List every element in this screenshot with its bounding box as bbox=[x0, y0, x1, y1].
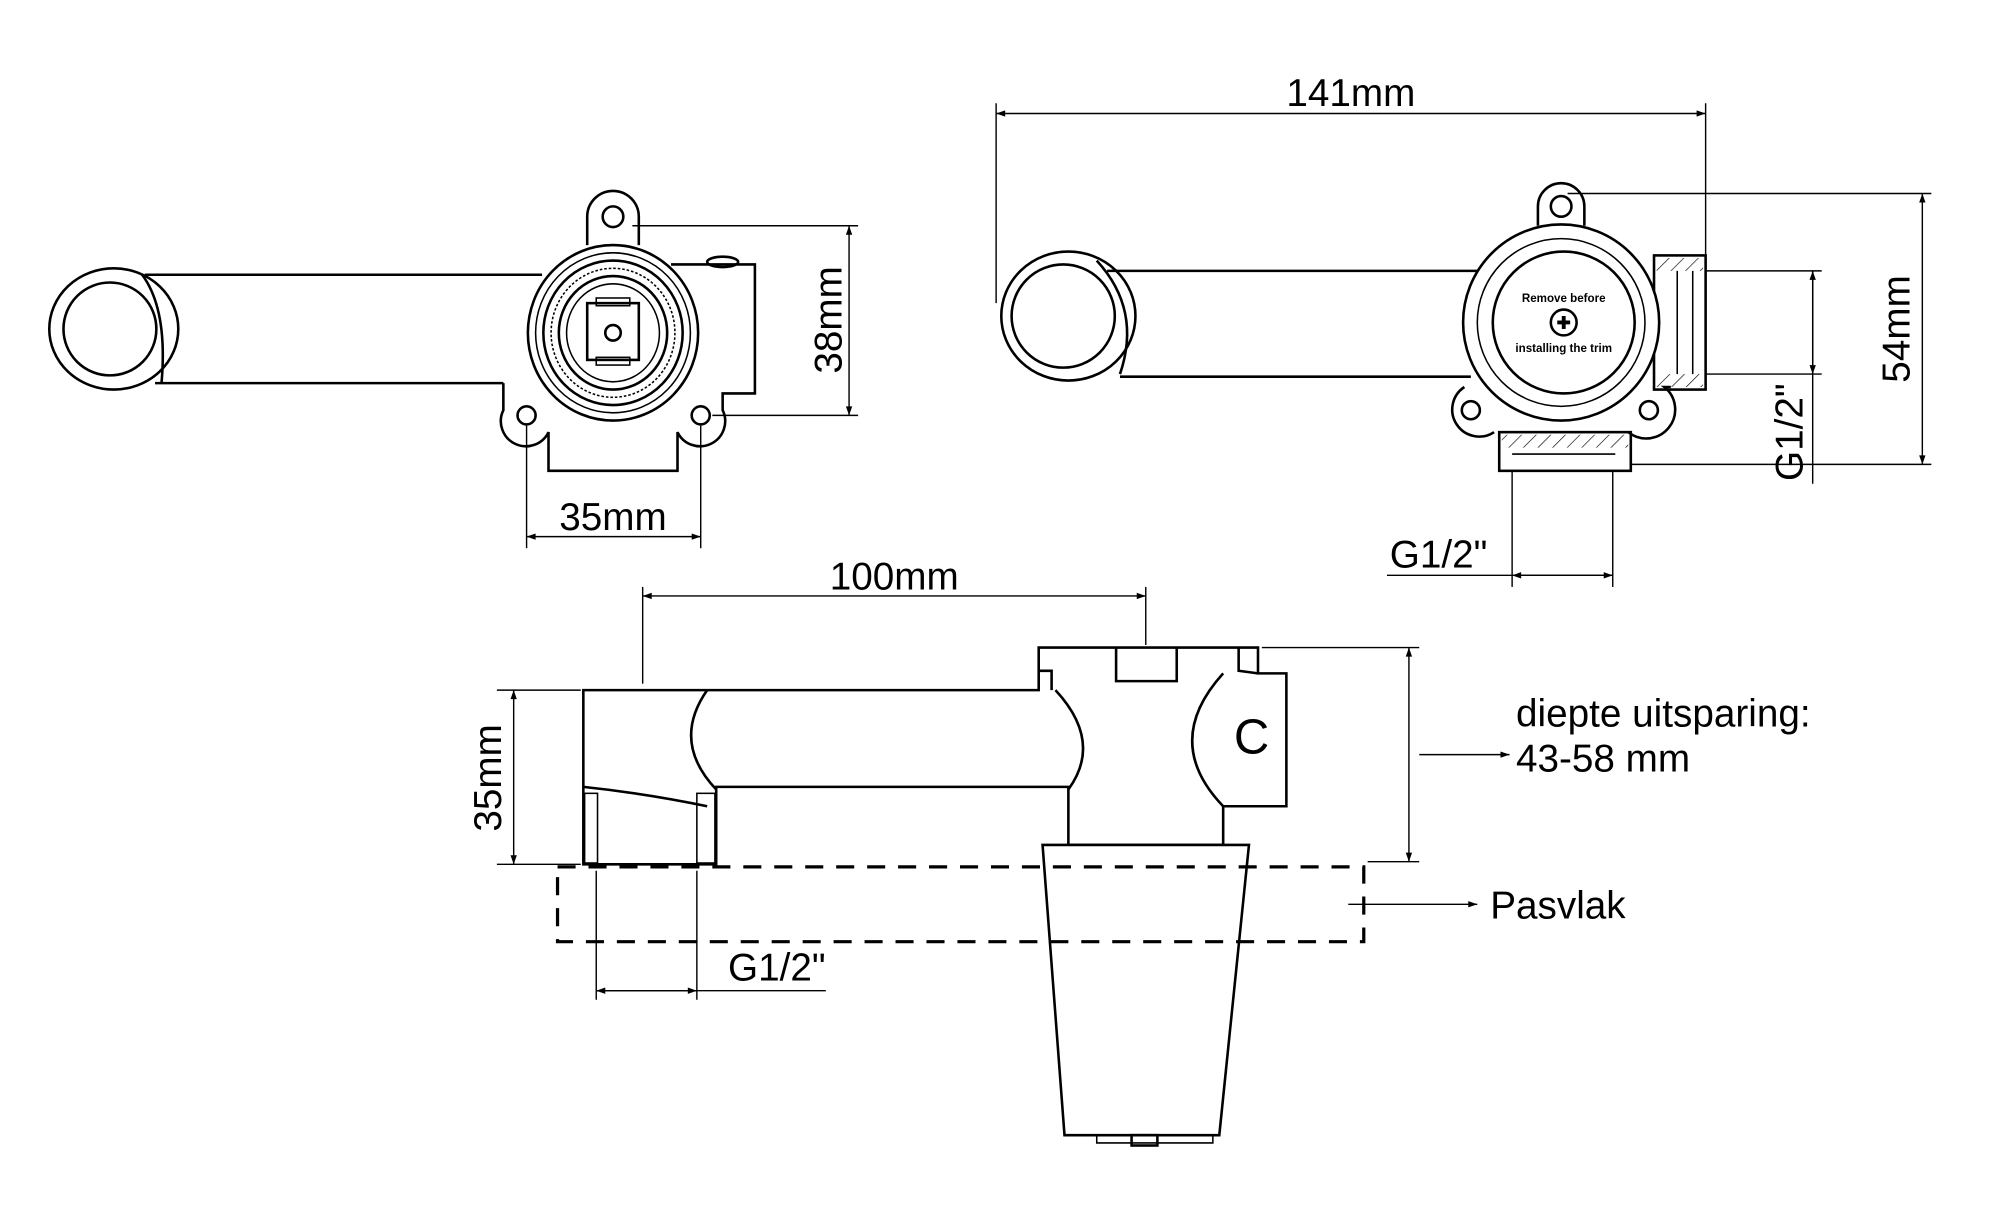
cap-text-installing: installing the trim bbox=[1515, 342, 1612, 355]
bottom-thread-fitting bbox=[1497, 430, 1633, 473]
side-view: C 100mm 35mm G1/2" diepte uitsparing: 43… bbox=[467, 556, 1811, 1147]
depth-value: 43-58 mm bbox=[1516, 737, 1690, 780]
dimension-bottom-thread: G1/2" bbox=[1390, 534, 1488, 577]
surface-label: Pasvlak bbox=[1490, 884, 1626, 927]
dimension-35mm-side: 35mm bbox=[467, 724, 510, 832]
mounting-hole bbox=[601, 205, 625, 229]
depth-label: diepte uitsparing: bbox=[1516, 692, 1811, 735]
dimension-side-thread: G1/2" bbox=[1768, 383, 1811, 481]
mounting-hole bbox=[690, 405, 712, 426]
spout-cone bbox=[1041, 843, 1251, 1147]
plus-screw-icon bbox=[1557, 316, 1571, 329]
cap-text-remove: Remove before bbox=[1522, 292, 1606, 305]
dimension-100mm: 100mm bbox=[830, 556, 959, 599]
dimension-141mm: 141mm bbox=[1286, 72, 1415, 115]
mounting-hole bbox=[516, 405, 537, 426]
body-mark-c: C bbox=[1234, 710, 1269, 764]
dimension-35mm: 35mm bbox=[559, 496, 667, 539]
mounting-hole bbox=[1460, 399, 1482, 421]
valve-spindle-rings bbox=[526, 243, 700, 422]
mounting-hole bbox=[1549, 194, 1573, 219]
front-view: 38mm 35mm bbox=[47, 189, 859, 549]
dimension-54mm: 54mm bbox=[1875, 275, 1918, 383]
protective-cap: Remove before installing the trim bbox=[1461, 223, 1661, 422]
rear-view: Remove before installing the trim 141mm … bbox=[995, 72, 1932, 587]
dimension-38mm: 38mm bbox=[807, 266, 850, 374]
side-thread-fitting bbox=[1652, 254, 1707, 391]
dimension-thread-side: G1/2" bbox=[728, 946, 826, 989]
mounting-hole bbox=[1638, 399, 1660, 421]
pipe-end-ring bbox=[47, 267, 180, 391]
